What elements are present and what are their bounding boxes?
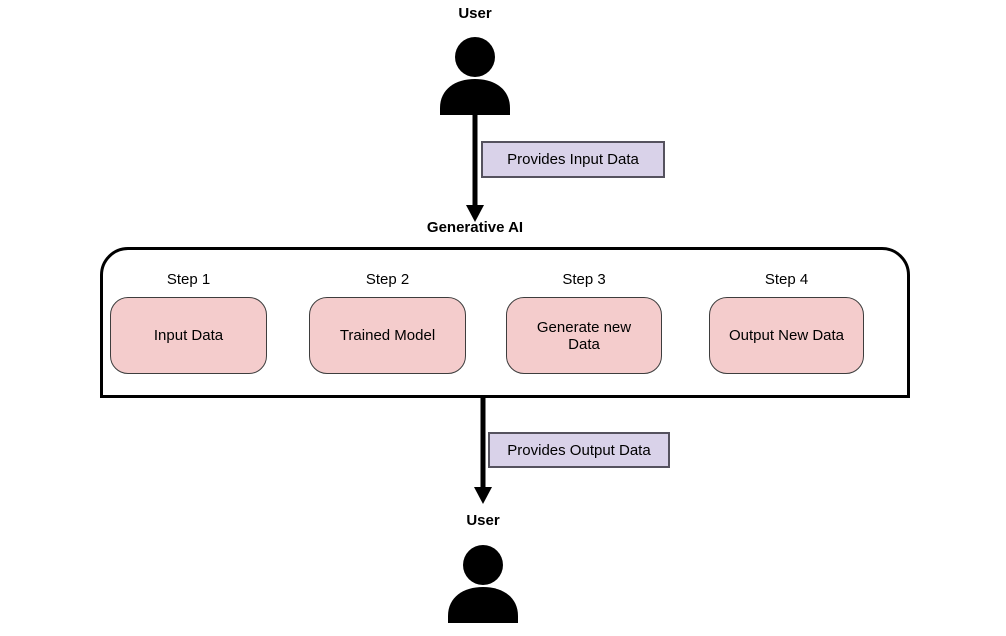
- bottom-user-label: User: [466, 512, 500, 529]
- top-user-icon: [437, 37, 513, 115]
- step-group-4: Step 4 Output New Data: [709, 271, 864, 374]
- step-1-label: Step 1: [166, 271, 211, 288]
- step-1-box: Input Data: [110, 297, 267, 374]
- step-3-label: Step 3: [562, 271, 606, 288]
- step-2-label: Step 2: [365, 271, 410, 288]
- step-group-2: Step 2 Trained Model: [309, 271, 466, 374]
- step-group-3: Step 3 Generate new Data: [506, 271, 662, 374]
- step-4-box: Output New Data: [709, 297, 864, 374]
- step-3-box: Generate new Data: [506, 297, 662, 374]
- step-group-1: Step 1 Input Data: [110, 271, 267, 374]
- step-4-box-text: Output New Data: [728, 327, 845, 344]
- step-4-label: Step 4: [764, 271, 809, 288]
- top-user-label: User: [458, 5, 492, 22]
- step-1-box-text: Input Data: [153, 327, 224, 344]
- step-2-box-text: Trained Model: [339, 327, 436, 344]
- step-2-box: Trained Model: [309, 297, 466, 374]
- provides-input-data-label: Provides Input Data: [481, 141, 665, 178]
- provides-output-data-label: Provides Output Data: [488, 432, 670, 468]
- bottom-user-icon: [445, 543, 521, 625]
- generative-ai-title: Generative AI: [426, 219, 524, 236]
- step-3-box-text: Generate new Data: [536, 318, 632, 353]
